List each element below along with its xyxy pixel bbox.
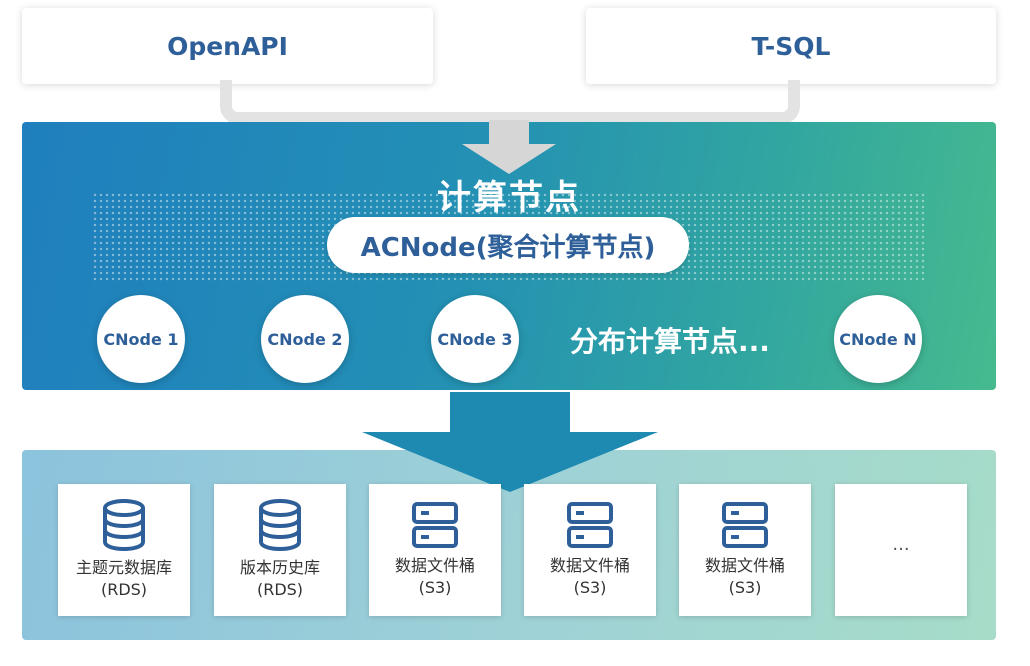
arrow-down-icon <box>462 120 556 174</box>
cnode-2-label: CNode 2 <box>267 329 343 349</box>
storage-card-3-sub: (S3) <box>418 578 452 597</box>
storage-card-bucket-3: 数据文件桶 (S3) <box>679 484 811 616</box>
big-arrow-down-icon <box>362 392 658 492</box>
cnode-1-label: CNode 1 <box>103 329 179 349</box>
storage-card-1-name: 主题元数据库 <box>75 558 172 577</box>
storage-card-2-name: 版本历史库 <box>239 558 320 577</box>
server-icon <box>567 502 613 548</box>
more-storage-label: ... <box>892 534 910 555</box>
cnode-3: CNode 3 <box>431 295 519 383</box>
storage-card-metadata-db: 主题元数据库 (RDS) <box>58 484 190 616</box>
storage-card-version-db: 版本历史库 (RDS) <box>214 484 346 616</box>
storage-card-more: ... <box>835 484 967 616</box>
cnode-3-label: CNode 3 <box>437 329 513 349</box>
interface-connector <box>220 80 800 124</box>
storage-card-2-sub: (RDS) <box>256 580 304 599</box>
storage-card-5-name: 数据文件桶 <box>704 556 785 575</box>
tsql-label: T-SQL <box>751 31 831 61</box>
storage-card-4-sub: (S3) <box>573 578 607 597</box>
server-icon <box>412 502 458 548</box>
acnode-pill: ACNode(聚合计算节点) <box>327 217 689 273</box>
openapi-label: OpenAPI <box>167 31 288 61</box>
distributed-nodes-label: 分布计算节点... <box>570 325 770 358</box>
storage-card-4-name: 数据文件桶 <box>549 556 630 575</box>
cnode-2: CNode 2 <box>261 295 349 383</box>
server-icon <box>722 502 768 548</box>
database-icon <box>103 499 145 551</box>
openapi-box: OpenAPI <box>22 8 433 84</box>
storage-card-bucket-2: 数据文件桶 (S3) <box>524 484 656 616</box>
tsql-box: T-SQL <box>586 8 996 84</box>
compute-title: 计算节点 <box>437 178 581 218</box>
cnode-n: CNode N <box>834 295 922 383</box>
acnode-label: ACNode(聚合计算节点) <box>360 232 656 263</box>
storage-card-bucket-1: 数据文件桶 (S3) <box>369 484 501 616</box>
cnode-n-label: CNode N <box>839 329 917 349</box>
cnode-1: CNode 1 <box>97 295 185 383</box>
storage-card-3-name: 数据文件桶 <box>394 556 475 575</box>
database-icon <box>259 499 301 551</box>
storage-card-1-sub: (RDS) <box>100 580 148 599</box>
storage-card-5-sub: (S3) <box>728 578 762 597</box>
